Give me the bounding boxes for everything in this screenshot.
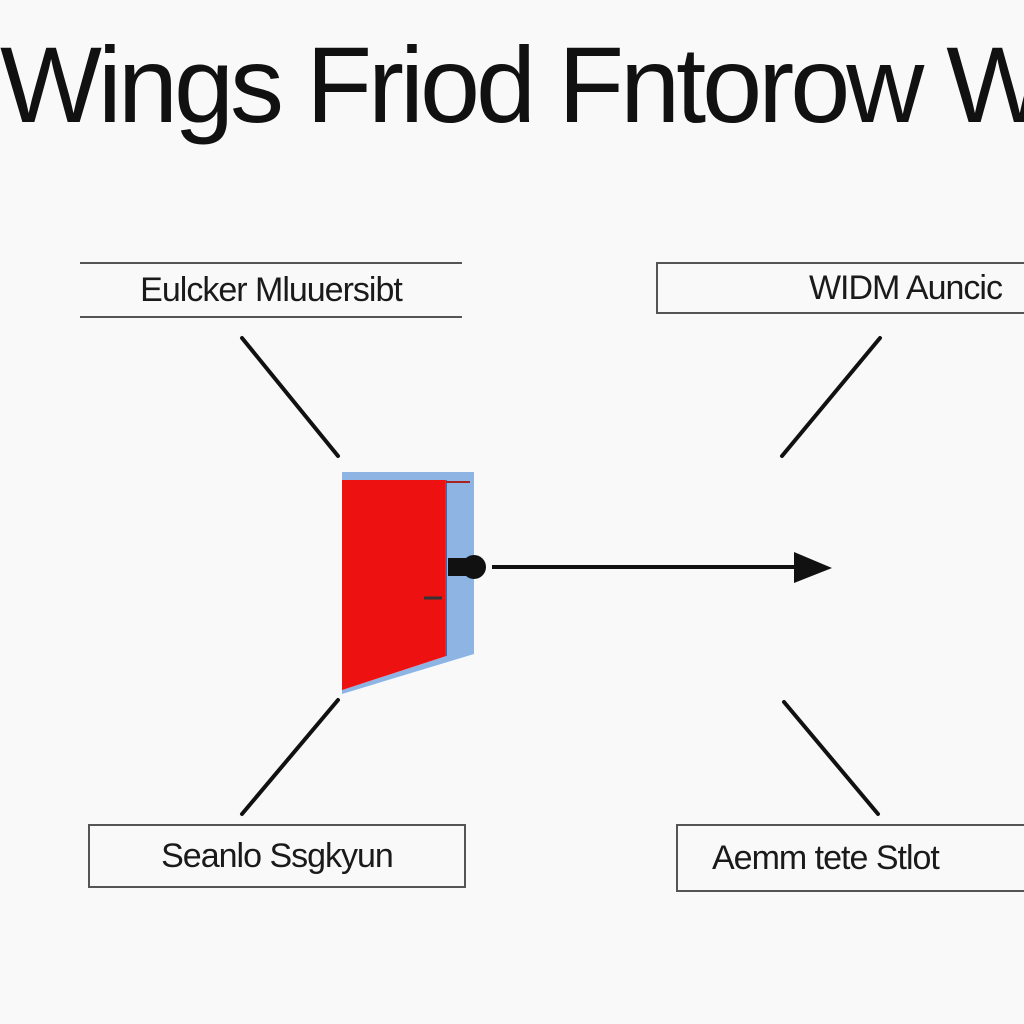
- label-box-bottom-right: Aemm tete Stlot: [676, 824, 1024, 892]
- door-icon: [342, 472, 474, 694]
- arrow-right-icon: [448, 552, 832, 583]
- label-box-top-right: WIDM Auncic: [656, 262, 1024, 314]
- label-bottom-right: Aemm tete Stlot: [712, 838, 940, 877]
- label-top-left: Eulcker Mluuersibt: [140, 270, 403, 309]
- label-top-right: WIDM Auncic: [808, 268, 1003, 307]
- label-box-top-left: Eulcker Mluuersibt: [80, 262, 462, 318]
- connector-bottom-left: [240, 698, 340, 816]
- label-bottom-left: Seanlo Ssgkyun: [161, 836, 394, 875]
- connector-top-left: [240, 336, 340, 458]
- connector-bottom-right: [782, 700, 880, 816]
- label-box-bottom-left: Seanlo Ssgkyun: [88, 824, 466, 888]
- connector-top-right: [780, 336, 882, 458]
- diagram-title: Wings Friod Fntorow Wi: [0, 24, 1024, 145]
